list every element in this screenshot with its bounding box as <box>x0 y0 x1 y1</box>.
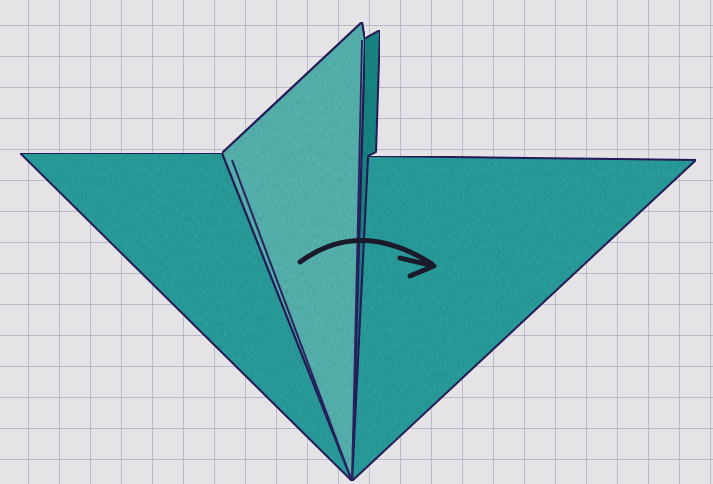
origami-diagram <box>0 0 713 484</box>
diagram-canvas <box>0 0 713 484</box>
